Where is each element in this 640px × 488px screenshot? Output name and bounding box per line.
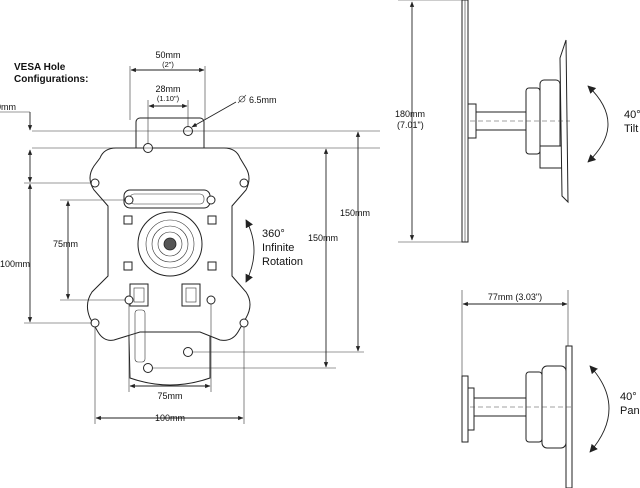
dim-77mm: 77mm (3.03") <box>488 292 542 302</box>
clip-right <box>181 283 201 307</box>
pan-degrees: 40° <box>620 391 637 403</box>
title-line-2: Configurations: <box>14 74 88 85</box>
dim-28mm: 28mm <box>155 84 180 94</box>
dim-28mm-in: (1.10") <box>157 94 180 103</box>
vesa-hole <box>183 347 193 357</box>
dim-left-cut: 0mm <box>0 102 16 112</box>
square-slot <box>207 215 217 225</box>
front-view <box>86 117 251 386</box>
pan-arrow <box>589 365 610 453</box>
dim-50mm-in: (2") <box>162 60 174 69</box>
handle <box>123 189 211 209</box>
rotation-label-1: Infinite <box>262 242 294 254</box>
vesa-hole <box>143 363 153 373</box>
clip-left <box>129 283 149 307</box>
side-view <box>398 0 609 243</box>
tilt-degrees: 40° <box>624 109 640 121</box>
vesa-hole <box>206 295 216 305</box>
dim-75mm-vertical: 75mm <box>53 239 78 249</box>
vesa-hole <box>124 195 134 205</box>
square-slot <box>207 261 217 271</box>
pan-monitor-plate <box>565 345 573 488</box>
dim-75mm-horizontal: 75mm <box>157 391 182 401</box>
pan-flange <box>461 375 469 443</box>
vesa-hole <box>206 195 216 205</box>
pan-flange-inner <box>467 387 475 431</box>
dim-180mm-in: (7.01") <box>397 120 424 130</box>
rotation-arrow <box>245 219 255 283</box>
title-line-1: VESA Hole <box>14 62 66 73</box>
vesa-hole <box>239 318 249 328</box>
dim-150mm-inner: 150mm <box>308 233 338 243</box>
tilt-arrow <box>587 85 609 163</box>
dim-hole-diameter: 6.5mm <box>249 95 277 105</box>
dim-100mm-horizontal: 100mm <box>155 413 185 423</box>
dim-150mm-outer: 150mm <box>340 208 370 218</box>
dim-180mm: 180mm <box>395 109 425 119</box>
monitor-plate <box>559 39 569 204</box>
rotation-label-2: Rotation <box>262 256 303 268</box>
dim-100mm-vertical: 100mm <box>0 259 30 269</box>
tilt-clip <box>539 145 565 169</box>
vesa-hole <box>90 318 100 328</box>
tilt-label: Tilt <box>624 123 638 135</box>
pan-label: Pan <box>620 405 640 417</box>
vesa-hole <box>90 178 100 188</box>
vesa-hole <box>239 178 249 188</box>
front-dimensions <box>0 66 380 424</box>
vesa-hole <box>124 295 134 305</box>
square-slot <box>123 215 133 225</box>
square-slot <box>123 261 133 271</box>
rotation-degrees: 360° <box>262 228 285 240</box>
dim-50mm: 50mm <box>155 50 180 60</box>
top-view <box>461 290 610 488</box>
